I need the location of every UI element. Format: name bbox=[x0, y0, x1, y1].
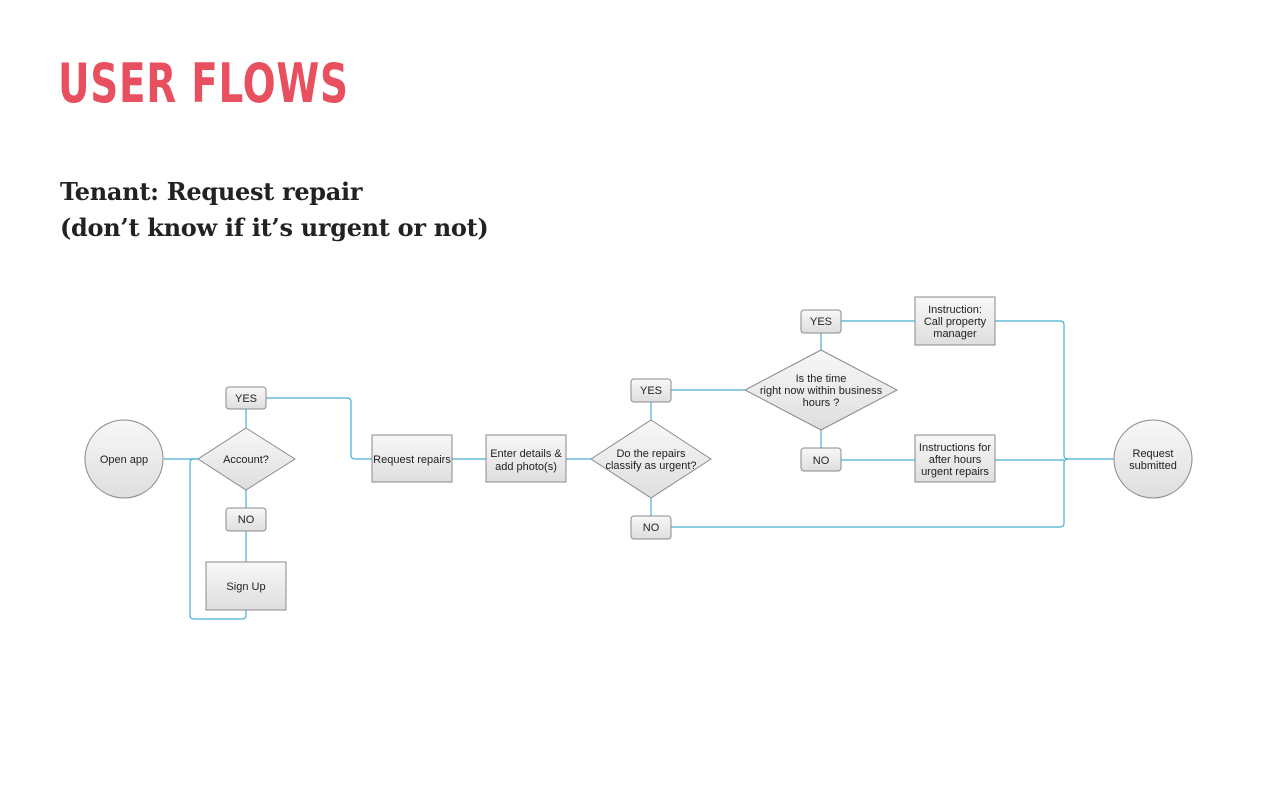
hours-decision-line-1: Is the time bbox=[796, 373, 847, 385]
hours-no-text: NO bbox=[813, 455, 830, 467]
call-manager-line-1: Instruction: bbox=[928, 304, 982, 316]
request-repairs-box: Request repairs bbox=[371, 434, 453, 483]
urgent-yes-label-box: YES bbox=[630, 378, 672, 403]
urgent-decision-line-1: Do the repairs bbox=[616, 448, 686, 460]
urgent-yes-text: YES bbox=[640, 385, 662, 397]
sign-up-label: Sign Up bbox=[226, 581, 265, 593]
after-hours-line-2: after hours bbox=[929, 454, 982, 466]
enter-details-line-1: Enter details & bbox=[490, 448, 562, 460]
connectors bbox=[164, 320, 1114, 620]
end-node: Request submitted bbox=[1113, 419, 1193, 499]
start-label: Open app bbox=[100, 454, 148, 466]
subtitle-line-1: Tenant: Request repair bbox=[60, 177, 363, 206]
call-manager-box: Instruction: Call property manager bbox=[914, 296, 996, 346]
urgent-decision-line-2: classify as urgent? bbox=[605, 460, 696, 472]
enter-details-line-2: add photo(s) bbox=[495, 461, 557, 473]
end-line-1: Request bbox=[1133, 448, 1174, 460]
hours-decision-line-2: right now within business bbox=[760, 385, 883, 397]
end-line-2: submitted bbox=[1129, 460, 1177, 472]
account-yes-text: YES bbox=[235, 393, 257, 405]
request-repairs-label: Request repairs bbox=[373, 454, 451, 466]
subtitle-line-2: (don’t know if it’s urgent or not) bbox=[60, 213, 489, 242]
connector-yes-to-request bbox=[266, 397, 372, 460]
flow-subtitle: Tenant: Request repair (don’t know if it… bbox=[60, 174, 489, 246]
account-decision-label: Account? bbox=[223, 454, 269, 466]
urgent-decision: Do the repairs classify as urgent? bbox=[590, 419, 712, 499]
connector-call-to-end bbox=[995, 320, 1069, 460]
call-manager-line-3: manager bbox=[933, 328, 977, 340]
urgent-no-label-box: NO bbox=[630, 515, 672, 540]
after-hours-line-1: Instructions for bbox=[919, 442, 991, 454]
start-node: Open app bbox=[84, 419, 164, 499]
hours-decision-line-3: hours ? bbox=[803, 397, 840, 409]
account-no-text: NO bbox=[238, 514, 255, 526]
urgent-no-text: NO bbox=[643, 522, 660, 534]
hours-yes-text: YES bbox=[810, 316, 832, 328]
account-yes-label-box: YES bbox=[225, 386, 267, 410]
connector-no-to-end bbox=[671, 458, 1114, 528]
call-manager-line-2: Call property bbox=[924, 316, 987, 328]
connector-signup-loop bbox=[189, 458, 247, 620]
hours-no-label-box: NO bbox=[800, 447, 842, 472]
account-decision: Account? bbox=[197, 427, 296, 491]
account-no-label-box: NO bbox=[225, 507, 267, 532]
after-hours-box: Instructions for after hours urgent repa… bbox=[914, 434, 996, 483]
page-title: USER FLOWS bbox=[58, 52, 349, 115]
hours-yes-label-box: YES bbox=[800, 309, 842, 334]
after-hours-line-3: urgent repairs bbox=[921, 466, 989, 478]
sign-up-box: Sign Up bbox=[205, 561, 287, 611]
enter-details-box: Enter details & add photo(s) bbox=[485, 434, 567, 483]
business-hours-decision: Is the time right now within business ho… bbox=[743, 349, 899, 431]
